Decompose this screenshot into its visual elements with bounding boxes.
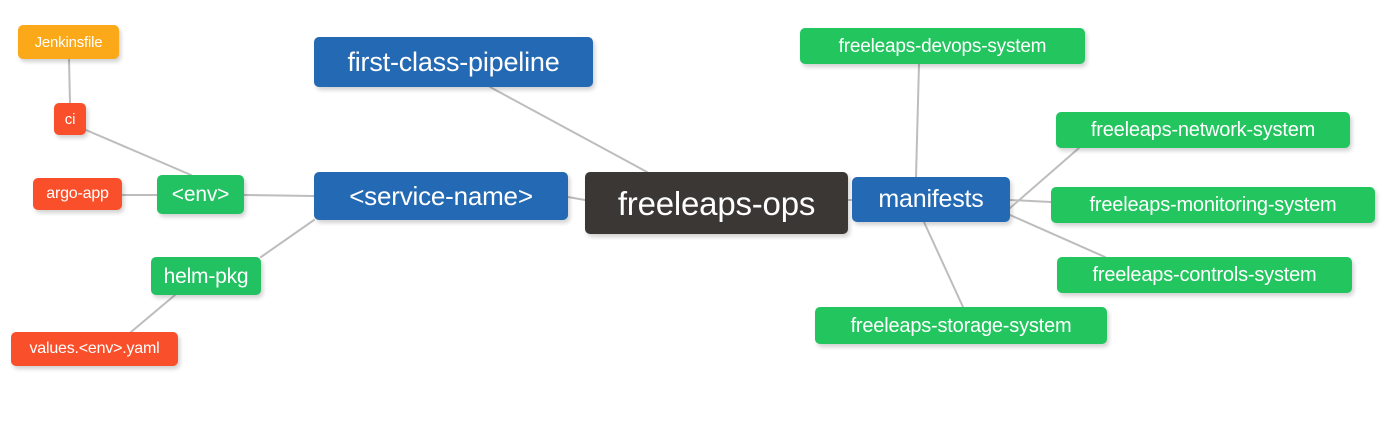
edge-manifests-to-freeleaps-devops-system xyxy=(915,63,920,178)
edge-helm-pkg-to-values-env-yaml xyxy=(130,294,176,333)
node-ci[interactable]: ci xyxy=(54,103,86,135)
node-env[interactable]: <env> xyxy=(157,175,244,214)
edge-manifests-to-freeleaps-storage-system xyxy=(923,221,964,308)
node-freeleaps-monitoring-system[interactable]: freeleaps-monitoring-system xyxy=(1051,187,1375,223)
node-jenkinsfile[interactable]: Jenkinsfile xyxy=(18,25,119,59)
node-freeleaps-network-system[interactable]: freeleaps-network-system xyxy=(1056,112,1350,148)
node-freeleaps-ops[interactable]: freeleaps-ops xyxy=(585,172,848,234)
node-freeleaps-storage-system[interactable]: freeleaps-storage-system xyxy=(815,307,1107,344)
edge-service-name-to-helm-pkg xyxy=(260,219,315,258)
node-manifests[interactable]: manifests xyxy=(852,177,1010,222)
edge-env-to-service-name xyxy=(243,194,315,197)
node-values-env-yaml[interactable]: values.<env>.yaml xyxy=(11,332,178,366)
edge-manifests-to-freeleaps-network-system xyxy=(1009,147,1080,209)
node-argo-app[interactable]: argo-app xyxy=(33,178,122,210)
edge-manifests-to-freeleaps-controls-system xyxy=(1009,214,1106,258)
edge-first-class-pipeline-to-freeleaps-ops xyxy=(489,86,648,173)
edge-ci-to-env xyxy=(85,129,192,176)
node-helm-pkg[interactable]: helm-pkg xyxy=(151,257,261,295)
node-freeleaps-controls-system[interactable]: freeleaps-controls-system xyxy=(1057,257,1352,293)
edge-service-name-to-freeleaps-ops xyxy=(567,196,586,201)
node-first-class-pipeline[interactable]: first-class-pipeline xyxy=(314,37,593,87)
node-service-name[interactable]: <service-name> xyxy=(314,172,568,220)
node-freeleaps-devops-system[interactable]: freeleaps-devops-system xyxy=(800,28,1085,64)
edge-jenkinsfile-to-ci xyxy=(68,58,71,104)
edge-manifests-to-freeleaps-monitoring-system xyxy=(1009,199,1052,203)
